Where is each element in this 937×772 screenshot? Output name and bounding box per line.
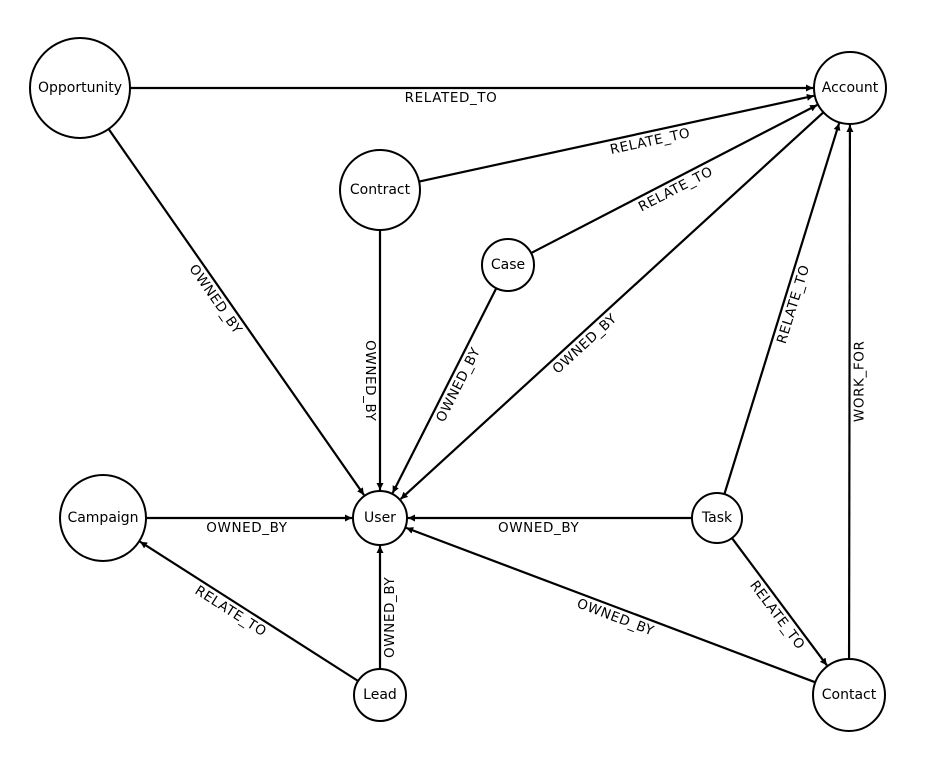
edge-contact-account: WORK_FOR [846,124,868,660]
node-circle-lead[interactable] [353,668,407,722]
node-label-user: User [364,510,396,526]
edge-label-case-user: OWNED_BY [433,345,484,425]
edge-account-user: OWNED_BY [399,111,825,500]
edge-contact-user: OWNED_BY [405,526,816,684]
edge-opportunity-user: OWNED_BY [107,128,365,496]
node-label-case: Case [491,257,525,273]
edge-lead-user: OWNED_BY [376,546,398,669]
node-label-contract: Contract [350,182,411,198]
node-label-lead: Lead [363,687,397,703]
edge-label-lead-campaign: RELATE_TO [192,583,269,640]
node-account[interactable]: Account [813,51,887,125]
edge-line-contract-account [418,93,815,183]
node-circle-task[interactable] [691,492,743,544]
edge-label-case-account: RELATE_TO [636,164,716,216]
edge-line-task-account [723,123,841,495]
edge-line-contact-account [846,124,854,660]
edge-label-task-account: RELATE_TO [774,263,813,346]
edge-line-account-user [399,111,825,500]
edge-contract-account: RELATE_TO [418,93,815,183]
node-lead[interactable]: Lead [353,668,407,722]
edge-lead-campaign: RELATE_TO [139,540,359,682]
node-user[interactable]: User [352,490,408,546]
edge-line-case-account [530,104,818,255]
edge-line-contact-user [405,526,816,684]
node-label-task: Task [701,510,733,526]
edge-label-contact-account: WORK_FOR [851,341,867,423]
edge-task-contact: RELATE_TO [731,537,828,666]
edge-case-user: OWNED_BY [391,287,498,494]
edges-layer: RELATED_TORELATE_TORELATE_TOOWNED_BYOWNE… [107,84,868,684]
node-opportunity[interactable]: Opportunity [29,37,131,139]
edge-line-case-user [391,287,498,494]
edge-line-lead-campaign [139,540,359,682]
edge-opportunity-account: RELATED_TO [130,84,813,106]
edge-label-task-contact: RELATE_TO [746,578,808,653]
edge-label-contract-account: RELATE_TO [609,125,692,158]
node-case[interactable]: Case [481,238,535,292]
edge-label-campaign-user: OWNED_BY [206,520,287,536]
node-task[interactable]: Task [691,492,743,544]
node-circle-opportunity[interactable] [29,37,131,139]
node-circle-contract[interactable] [339,149,421,231]
node-campaign[interactable]: Campaign [59,474,147,562]
edge-contract-user: OWNED_BY [362,230,384,490]
edge-label-account-user: OWNED_BY [550,311,621,378]
node-circle-account[interactable] [813,51,887,125]
node-contract[interactable]: Contract [339,149,421,231]
edge-line-opportunity-user [107,128,365,496]
node-label-opportunity: Opportunity [38,80,122,96]
node-circle-user[interactable] [352,490,408,546]
edge-label-lead-user: OWNED_BY [382,577,398,658]
edge-label-task-user: OWNED_BY [498,520,579,536]
node-circle-contact[interactable] [812,658,886,732]
edge-task-account: RELATE_TO [723,123,841,495]
edge-label-contract-user: OWNED_BY [362,340,378,421]
edge-label-opportunity-account: RELATED_TO [405,90,498,106]
edge-campaign-user: OWNED_BY [146,514,352,536]
node-contact[interactable]: Contact [812,658,886,732]
node-label-campaign: Campaign [67,510,138,526]
node-circle-case[interactable] [481,238,535,292]
edge-label-opportunity-user: OWNED_BY [185,262,245,338]
edge-task-user: OWNED_BY [408,514,692,536]
node-label-account: Account [822,80,879,96]
node-circle-campaign[interactable] [59,474,147,562]
edge-line-task-contact [731,537,828,666]
node-label-contact: Contact [822,687,877,703]
